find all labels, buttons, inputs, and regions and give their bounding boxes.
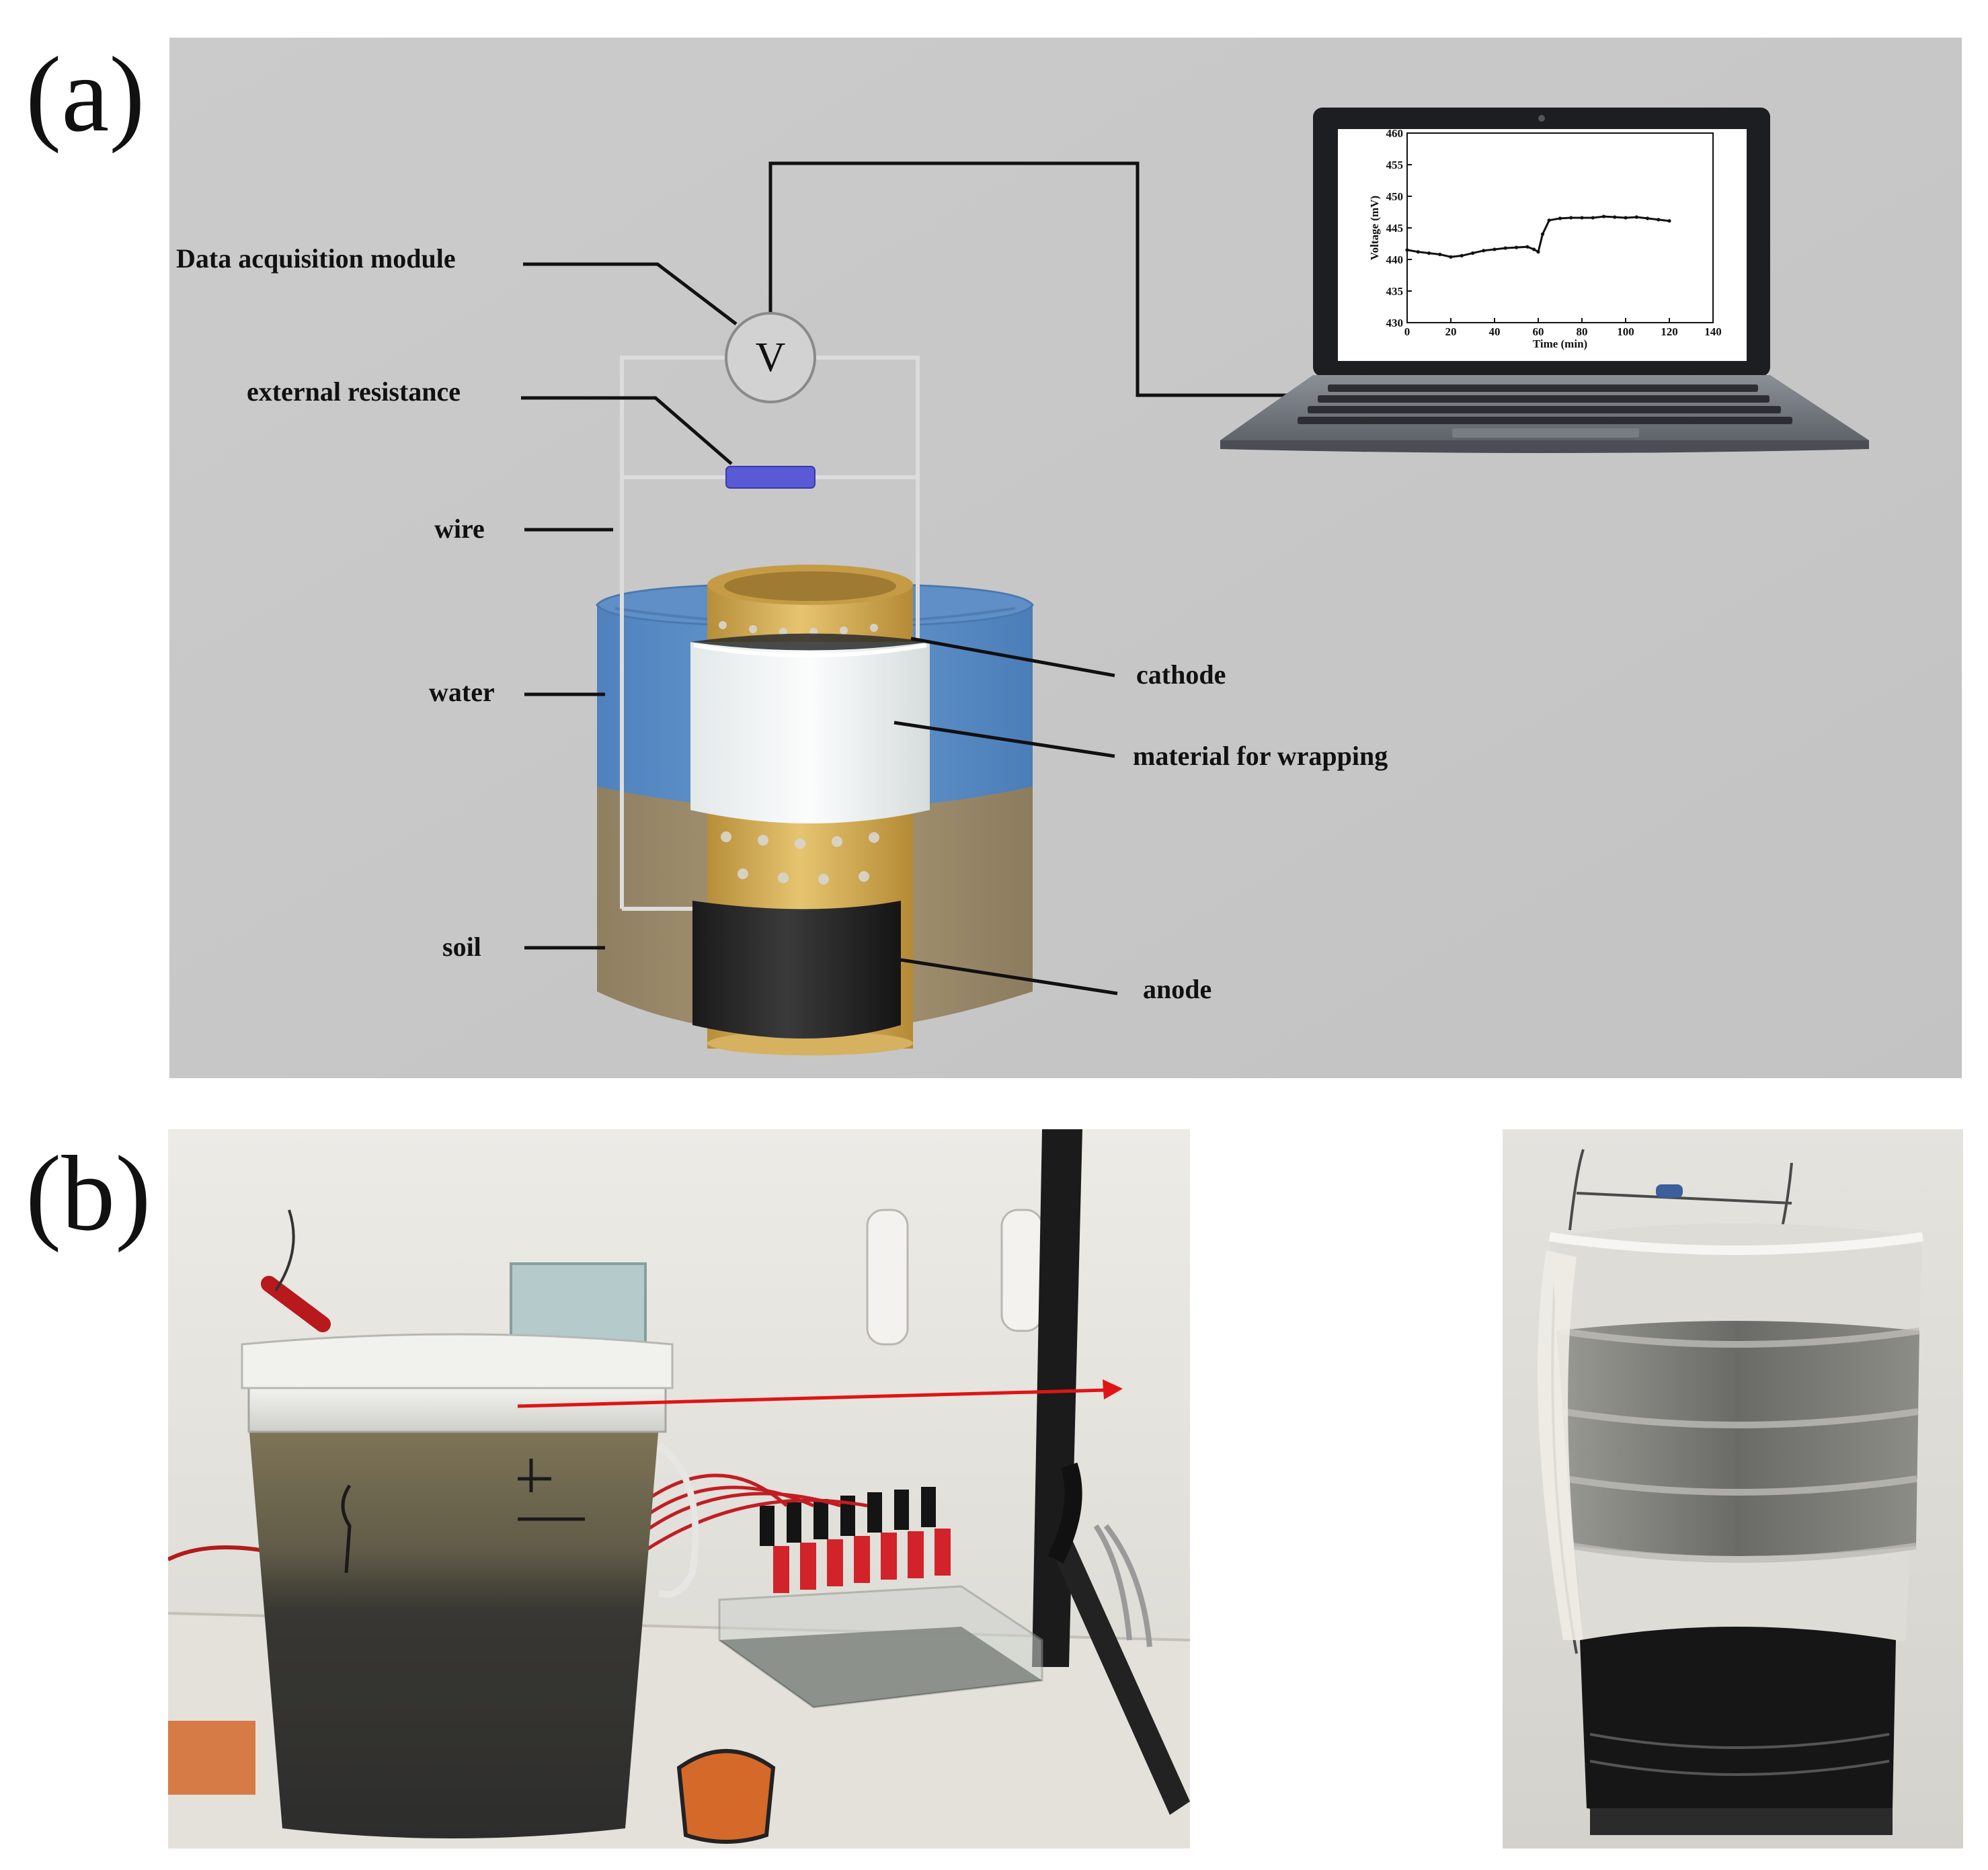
data-point-0-25 xyxy=(1657,218,1661,222)
data-point-0-24 xyxy=(1645,216,1650,220)
data-point-0-26 xyxy=(1667,219,1671,223)
label-anode: anode xyxy=(1143,974,1211,1004)
data-point-0-17 xyxy=(1569,216,1573,220)
x-tick-label-0: 0 xyxy=(1404,325,1410,338)
data-point-0-1 xyxy=(1416,250,1420,254)
label-soil: soil xyxy=(442,932,481,962)
panel-a-diagram: V Data acquisition module external resis… xyxy=(169,38,1962,1078)
label-water: water xyxy=(429,677,495,707)
data-point-0-7 xyxy=(1482,249,1486,253)
x-tick-label-3: 60 xyxy=(1533,325,1544,338)
y-tick-label-3: 445 xyxy=(1386,222,1404,235)
data-point-0-9 xyxy=(1503,246,1507,250)
external-resistor xyxy=(725,466,816,489)
data-point-0-21 xyxy=(1613,215,1617,219)
x-tick-label-6: 120 xyxy=(1661,325,1678,338)
y-tick-label-1: 435 xyxy=(1386,285,1404,298)
label-material-wrapping: material for wrapping xyxy=(1133,741,1388,771)
data-point-0-4 xyxy=(1449,255,1453,259)
data-point-0-18 xyxy=(1580,216,1584,220)
data-point-0-19 xyxy=(1591,216,1595,220)
data-point-0-12 xyxy=(1532,247,1536,251)
x-axis-label: Time (min) xyxy=(1533,337,1587,350)
voltmeter-symbol: V xyxy=(756,335,786,380)
voltage-chart: 0 20 40 60 80 100 120 140 430 435 440 445 450 455 460T… xyxy=(1368,127,1722,350)
data-point-0-23 xyxy=(1634,215,1638,219)
y-tick-label-6: 460 xyxy=(1386,127,1404,140)
label-data-acquisition: Data acquisition module xyxy=(176,243,456,274)
wrapping-material xyxy=(690,633,930,823)
data-point-0-3 xyxy=(1438,252,1442,257)
data-point-0-22 xyxy=(1624,216,1628,220)
y-tick-label-5: 455 xyxy=(1386,159,1404,171)
voltmeter: V xyxy=(725,312,816,403)
y-axis-label: Voltage (mV) xyxy=(1368,196,1381,260)
data-point-0-8 xyxy=(1493,247,1497,251)
x-tick-label-2: 40 xyxy=(1489,325,1501,338)
data-point-0-16 xyxy=(1558,216,1562,220)
x-tick-label-5: 100 xyxy=(1617,325,1634,338)
label-wire: wire xyxy=(434,514,485,544)
data-point-0-15 xyxy=(1547,218,1551,222)
panel-a-letter: (a) xyxy=(26,34,145,154)
label-external-resistance: external resistance xyxy=(247,376,461,407)
data-point-0-2 xyxy=(1427,251,1431,255)
x-tick-label-4: 80 xyxy=(1577,325,1588,338)
data-point-0-5 xyxy=(1460,253,1464,257)
data-point-0-14 xyxy=(1540,232,1545,236)
label-cathode: cathode xyxy=(1136,659,1226,690)
panel-b-letter: (b) xyxy=(26,1133,151,1253)
data-point-0-0 xyxy=(1405,248,1409,252)
y-tick-label-0: 430 xyxy=(1386,317,1404,329)
data-point-0-13 xyxy=(1536,250,1540,254)
data-point-0-10 xyxy=(1514,245,1519,249)
x-tick-label-1: 20 xyxy=(1445,325,1457,338)
photo-wrapped-electrode xyxy=(1503,1129,1963,1848)
photo-experimental-setup xyxy=(168,1129,1190,1848)
anode-electrode xyxy=(692,901,901,1039)
data-point-0-20 xyxy=(1601,214,1606,218)
data-point-0-6 xyxy=(1470,251,1475,255)
x-tick-label-7: 140 xyxy=(1704,325,1722,338)
y-tick-label-4: 450 xyxy=(1386,190,1404,203)
data-point-0-11 xyxy=(1525,245,1529,249)
y-tick-label-2: 440 xyxy=(1386,253,1404,266)
